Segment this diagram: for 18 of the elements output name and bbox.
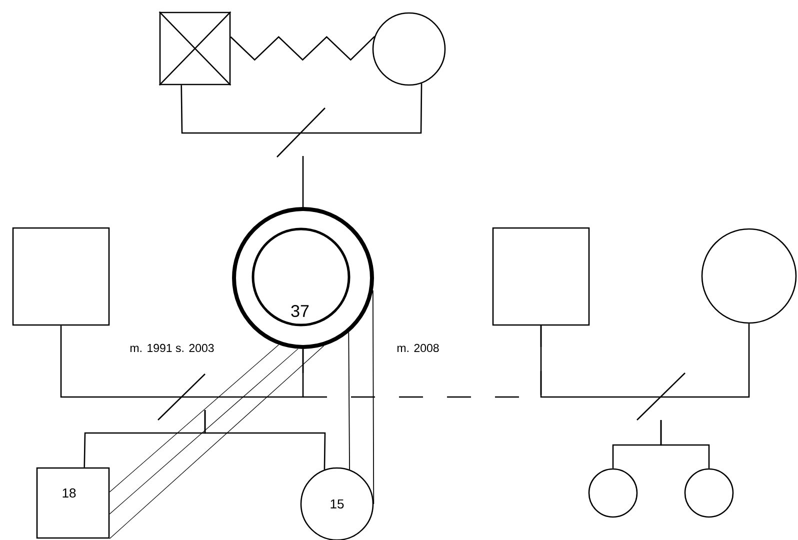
circle-symbol [701,228,797,324]
descent-line [204,410,326,470]
divorce-line [540,324,750,420]
descent-line [302,156,304,207]
crossed-square-symbol [158,11,232,86]
divorce-line [60,326,304,420]
square-symbol [492,227,590,326]
relationship-lines [109,344,324,539]
descent-line [660,420,710,468]
edge-label: m. 1991 s. 2003 [128,342,216,354]
circle-symbol [684,468,734,518]
divorce-line [180,83,422,158]
conflict-line [230,36,376,61]
square-symbol [12,227,110,326]
relationship-lines [348,290,374,504]
edge-label: m. 2008 [396,342,440,354]
circle-symbol [588,468,638,518]
circle-symbol [372,12,446,86]
